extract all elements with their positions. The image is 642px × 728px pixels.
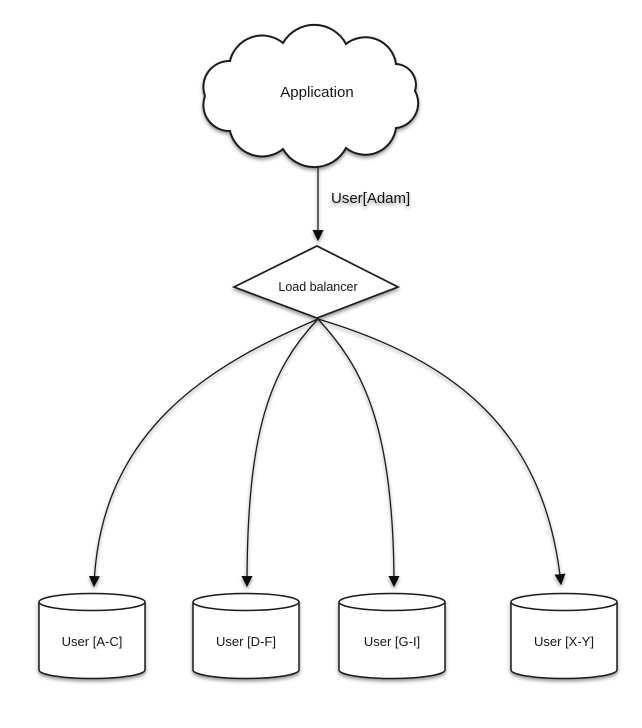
shard-3-label: User [G-I] bbox=[364, 634, 420, 649]
shard-4-body-shape bbox=[510, 602, 618, 680]
application-cloud-shape bbox=[202, 23, 420, 169]
application-node: Application bbox=[202, 23, 420, 169]
shard-2-label: User [D-F] bbox=[216, 634, 276, 649]
shard-cylinder-4: User [X-Y] bbox=[510, 592, 618, 680]
load-balancer-diamond-shape bbox=[231, 245, 401, 319]
diagram-root: Application User[Adam] Load balancer Use… bbox=[38, 23, 618, 680]
shard-cylinder-3: User [G-I] bbox=[338, 592, 446, 680]
request-edge-label: User[Adam] bbox=[331, 190, 410, 207]
shard-1-label: User [A-C] bbox=[62, 634, 123, 649]
edge-loadbalancer-to-shard-4 bbox=[317, 318, 566, 586]
edge-loadbalancer-to-shard-2 bbox=[241, 318, 319, 588]
shard-1-top-shape bbox=[38, 592, 146, 612]
shard-2-body-shape bbox=[192, 602, 300, 680]
load-balancer-node: Load balancer bbox=[231, 245, 401, 319]
edge-loadbalancer-to-shard-3 bbox=[317, 318, 400, 588]
shard-3-body-shape bbox=[338, 602, 446, 680]
shard-4-label: User [X-Y] bbox=[534, 634, 594, 649]
shard-cylinder-2: User [D-F] bbox=[192, 592, 300, 680]
application-label: Application bbox=[280, 84, 353, 101]
shard-4-top-shape bbox=[510, 592, 618, 612]
shard-3-top-shape bbox=[338, 592, 446, 612]
shard-cylinder-1: User [A-C] bbox=[38, 592, 146, 680]
shard-1-body-shape bbox=[38, 602, 146, 680]
shard-2-top-shape bbox=[192, 592, 300, 612]
load-balancer-label: Load balancer bbox=[278, 280, 357, 294]
edge-loadbalancer-to-shard-1 bbox=[88, 318, 319, 588]
